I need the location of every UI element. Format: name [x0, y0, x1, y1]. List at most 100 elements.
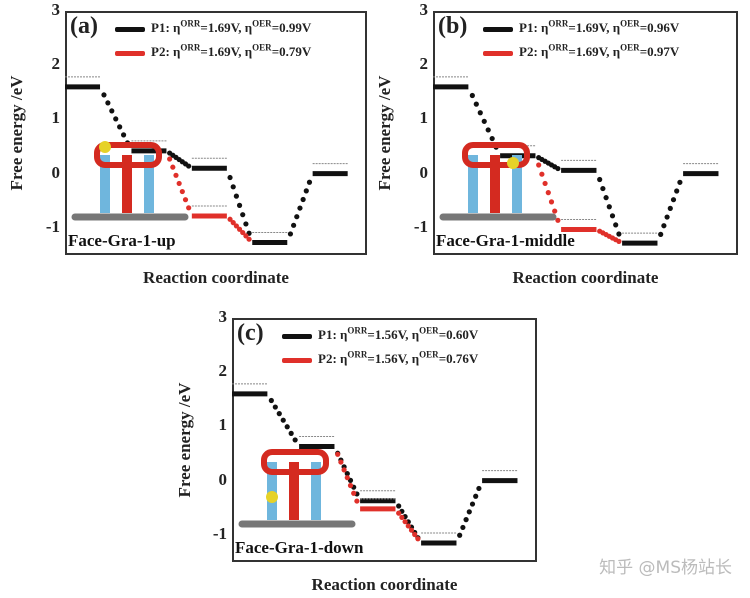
atom-column-icon: [100, 155, 110, 213]
legend-entry: P2: ηORR=1.69V, ηOER=0.97V: [483, 43, 679, 60]
panel-label: (a): [70, 13, 98, 39]
connector-dot: [539, 171, 545, 177]
connector-dot: [613, 222, 619, 228]
connector-dot: [272, 404, 278, 410]
connector-dot: [173, 172, 179, 178]
connector-dot: [347, 482, 354, 489]
legend-entry: P2: ηORR=1.56V, ηOER=0.76V: [282, 350, 478, 367]
connector-dot: [236, 202, 243, 208]
connector-dot: [674, 188, 680, 194]
legend-text: P2: ηORR=1.69V, ηOER=0.79V: [151, 43, 312, 60]
connector-dot: [303, 188, 309, 194]
y-tick-label: 2: [51, 54, 61, 74]
connector-dot: [186, 163, 192, 169]
atom-column-icon: [512, 155, 522, 213]
legend-swatch: [483, 50, 513, 56]
y-tick-label: 0: [51, 162, 61, 182]
connector-dot: [236, 226, 243, 232]
x-axis-label: Reaction coordinate: [311, 575, 458, 594]
connector-dot: [344, 471, 350, 477]
connector-dot: [233, 193, 239, 199]
y-tick-label: 1: [218, 415, 228, 435]
connector-dot: [463, 517, 469, 523]
connector-dot: [335, 451, 341, 457]
legend-entry: P1: ηORR=1.69V, ηOER=0.96V: [483, 19, 679, 36]
watermark: 知乎 @MS杨站长: [599, 558, 732, 578]
y-tick-label: 2: [218, 361, 228, 381]
connector-dot: [227, 216, 233, 222]
y-tick-label: 0: [218, 469, 228, 489]
connector-dot: [396, 503, 402, 509]
connector-dot: [240, 229, 246, 236]
plot-frame: [433, 11, 738, 255]
atom-column-icon: [144, 155, 154, 213]
connector-dot: [473, 493, 479, 499]
plot-frame: [65, 11, 367, 255]
connector-dot: [677, 179, 683, 185]
catalyst-name: Face-Gra-1-down: [235, 538, 364, 557]
connector-dot: [658, 231, 664, 237]
panel-label: (c): [237, 320, 264, 346]
connector-dot: [402, 519, 408, 525]
connector-dot: [354, 498, 360, 504]
dopant-atom-icon: [266, 491, 278, 503]
connector-dot: [243, 221, 249, 227]
connector-dot: [276, 411, 282, 417]
connector-dot: [227, 174, 233, 181]
connector-dot: [113, 116, 119, 122]
connector-dot: [341, 467, 347, 473]
connector-dot: [609, 213, 616, 219]
connector-dot: [338, 459, 344, 465]
atom-column-icon: [122, 155, 132, 213]
legend-text: P1: ηORR=1.69V, ηOER=0.96V: [519, 19, 680, 36]
legend-swatch: [282, 357, 312, 363]
connector-dot: [170, 164, 176, 170]
connector-dot: [542, 180, 548, 187]
connector-dot: [233, 223, 239, 229]
y-tick-label: 3: [51, 0, 61, 19]
y-tick-label: -1: [45, 216, 60, 236]
connector-dot: [300, 196, 306, 203]
dopant-atom-icon: [99, 141, 111, 153]
y-tick-label: 3: [419, 0, 429, 19]
connector-dot: [469, 501, 476, 507]
connector-dot: [616, 231, 622, 237]
legend-text: P2: ηORR=1.69V, ηOER=0.97V: [519, 43, 680, 60]
connector-dot: [306, 179, 313, 185]
connector-dot: [603, 195, 609, 201]
atom-column-icon: [289, 462, 299, 520]
dopant-atom-icon: [507, 157, 519, 169]
connector-dot: [288, 430, 294, 436]
atom-column-icon: [468, 155, 478, 213]
connector-dot: [109, 108, 115, 114]
connector-dot: [101, 92, 107, 98]
connector-dot: [412, 531, 418, 538]
connector-dot: [415, 536, 421, 542]
y-tick-label: -1: [413, 216, 428, 236]
connector-dot: [466, 509, 472, 515]
legend-text: P1: ηORR=1.56V, ηOER=0.60V: [318, 326, 479, 343]
connector-dot: [545, 190, 551, 196]
connector-dot: [485, 127, 491, 133]
legend-swatch: [282, 333, 312, 339]
x-axis-label: Reaction coordinate: [512, 268, 659, 287]
connector-dot: [243, 233, 249, 239]
connector-dot: [473, 101, 479, 107]
legend-swatch: [483, 26, 513, 32]
connector-dot: [344, 475, 350, 481]
connector-dot: [606, 204, 612, 210]
legend-entry: P1: ηORR=1.56V, ηOER=0.60V: [282, 326, 478, 343]
legend-text: P1: ηORR=1.69V, ηOER=0.99V: [151, 19, 312, 36]
connector-dot: [399, 514, 405, 521]
connector-dot: [552, 208, 558, 214]
x-axis-label: Reaction coordinate: [143, 268, 289, 287]
connector-dot: [476, 485, 482, 492]
connector-dot: [661, 223, 667, 229]
connector-dot: [297, 205, 303, 211]
connector-dot: [555, 217, 561, 223]
connector-dot: [597, 176, 603, 183]
connector-dot: [460, 524, 466, 531]
legend-swatch: [115, 50, 145, 56]
